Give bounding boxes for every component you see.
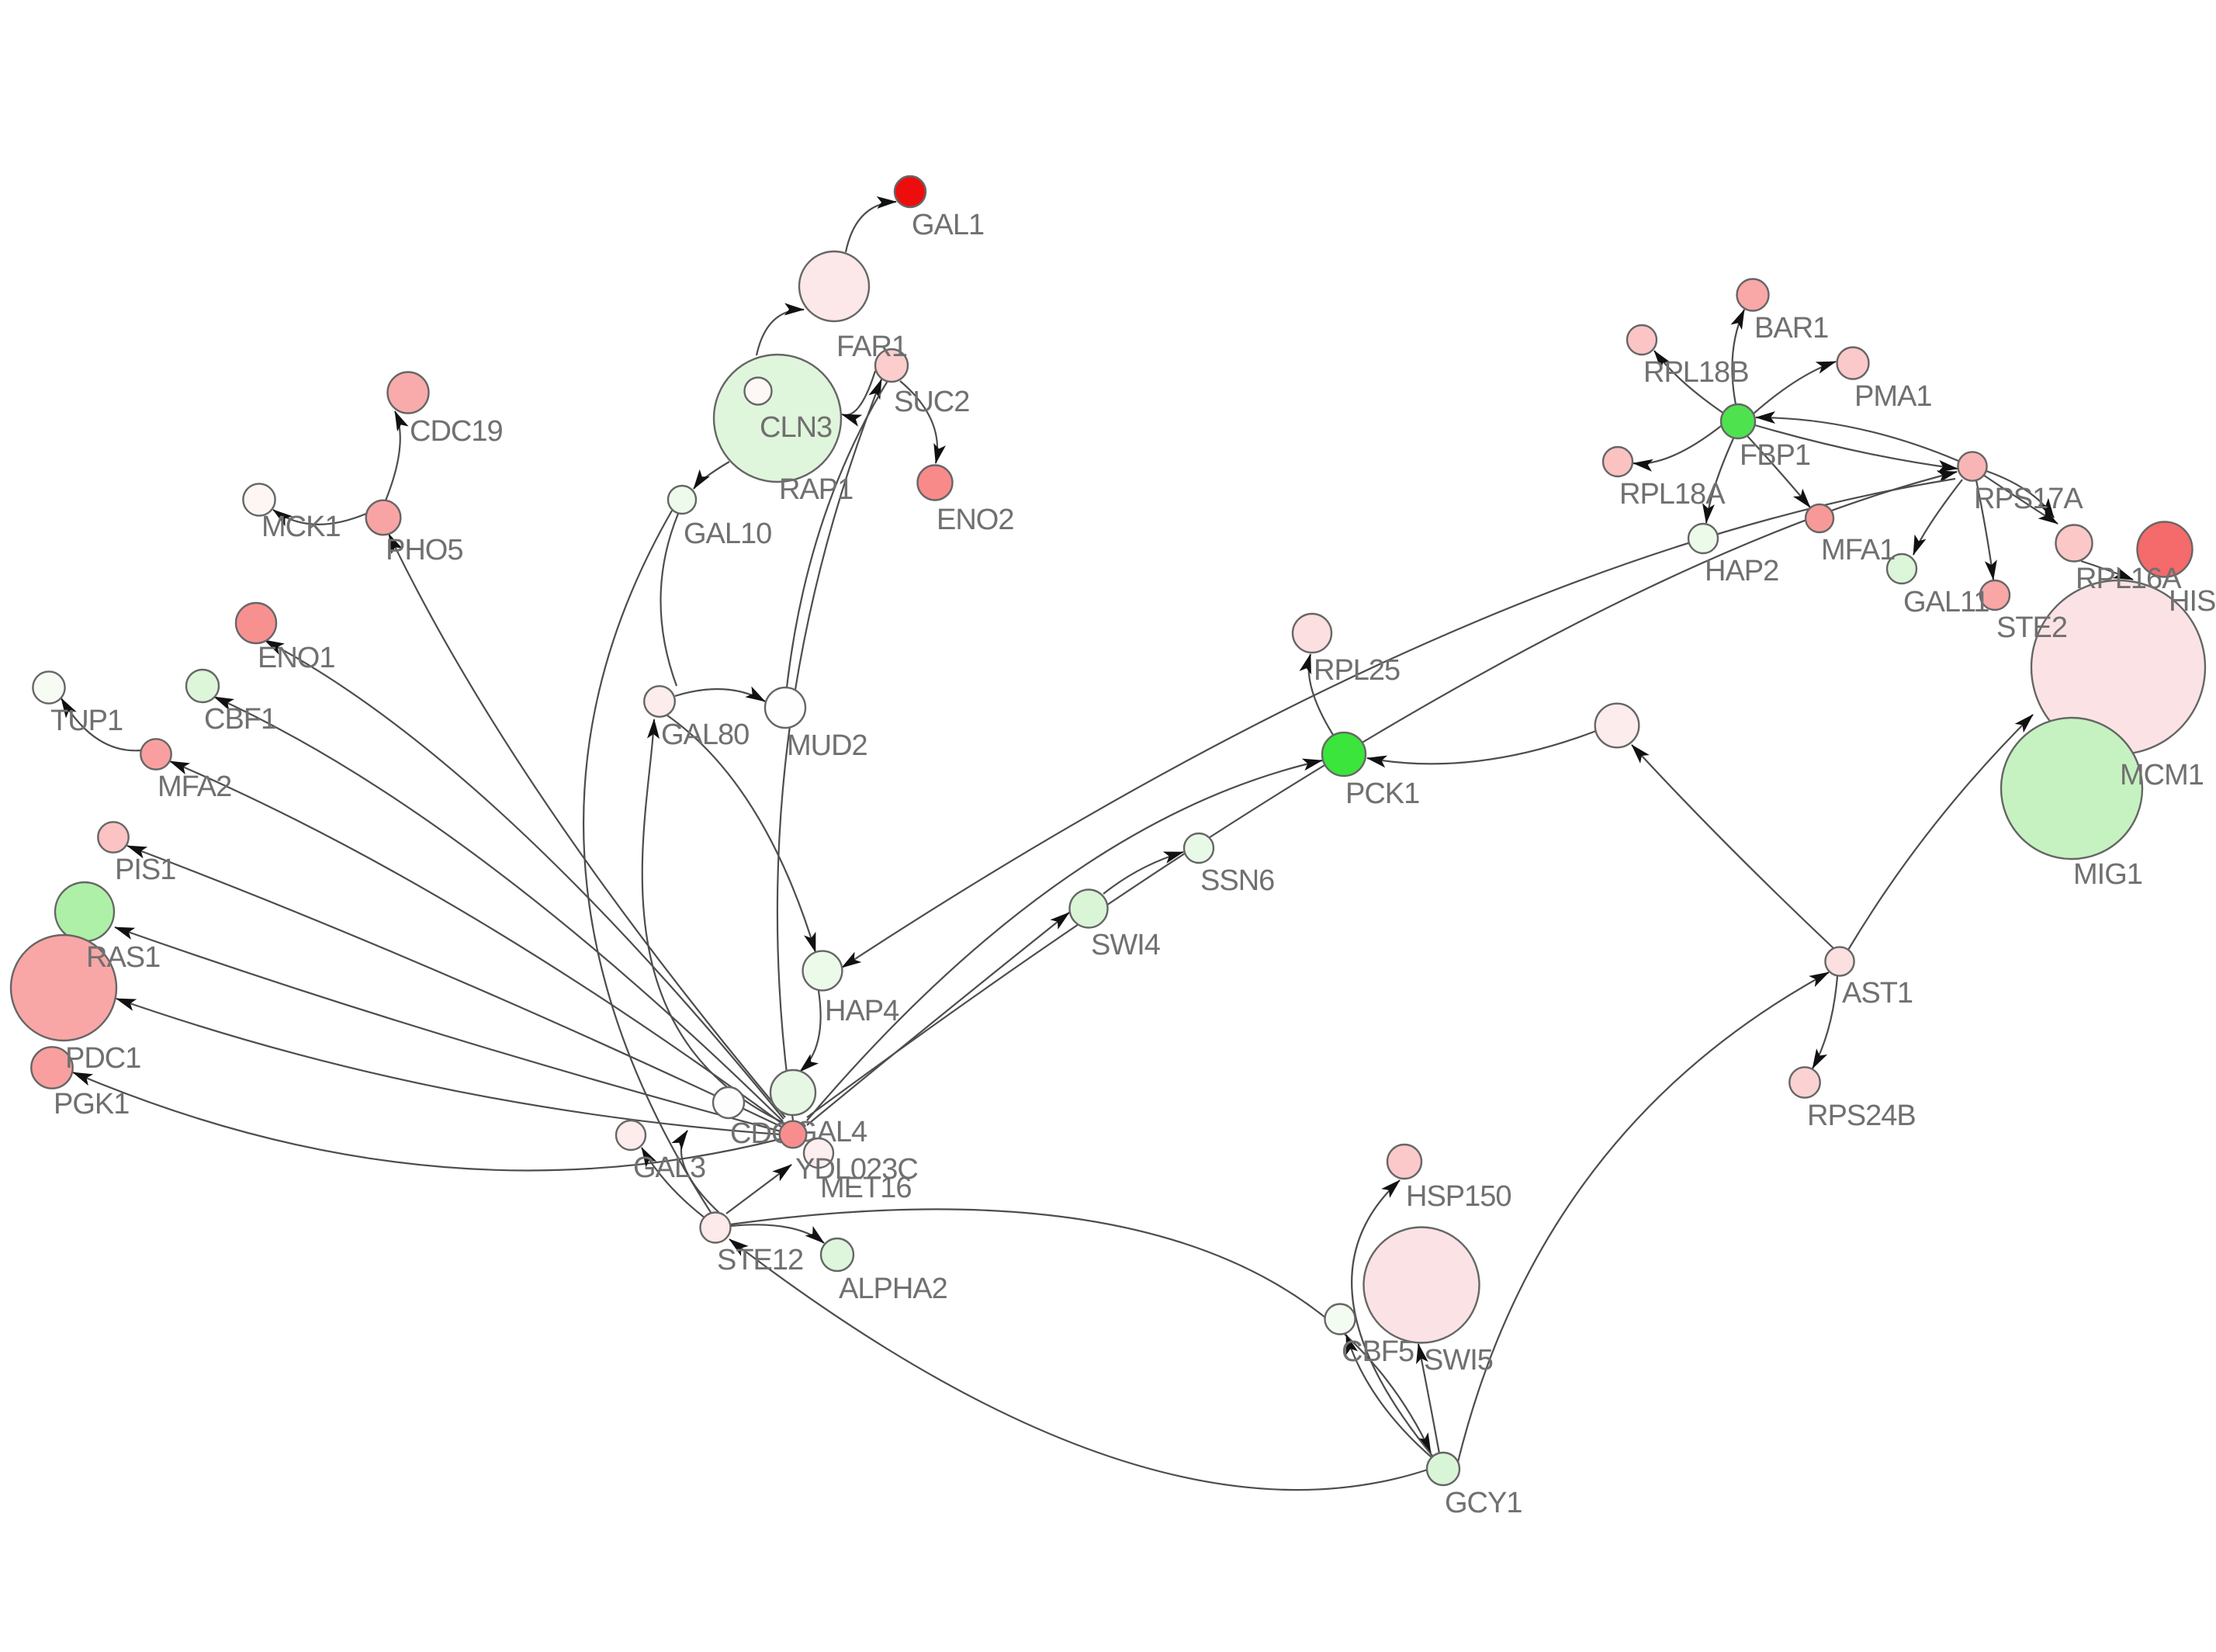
svg-text:RPL25: RPL25 <box>1314 654 1400 687</box>
svg-text:SUC2: SUC2 <box>894 386 969 418</box>
svg-text:HAP2: HAP2 <box>1705 555 1778 587</box>
svg-text:MFA1: MFA1 <box>1821 534 1895 566</box>
svg-text:GAL3: GAL3 <box>633 1152 705 1184</box>
svg-text:CDC19: CDC19 <box>410 415 503 448</box>
svg-text:GAL80: GAL80 <box>661 719 749 751</box>
svg-text:MUD2: MUD2 <box>787 729 867 762</box>
svg-text:RPL18B: RPL18B <box>1643 356 1749 389</box>
svg-text:ENO2: ENO2 <box>937 504 1013 536</box>
svg-text:RPL18A: RPL18A <box>1619 478 1726 511</box>
svg-text:MIG1: MIG1 <box>2073 858 2142 891</box>
svg-text:RPS17A: RPS17A <box>1974 483 2083 515</box>
svg-text:GAL1: GAL1 <box>912 209 984 241</box>
svg-text:SWI4: SWI4 <box>1091 929 1161 961</box>
svg-text:RPS24B: RPS24B <box>1807 1100 1916 1132</box>
svg-text:AST1: AST1 <box>1842 977 1913 1010</box>
svg-text:FBP1: FBP1 <box>1740 439 1810 472</box>
svg-text:GAL10: GAL10 <box>684 518 771 550</box>
svg-text:PCK1: PCK1 <box>1345 778 1419 810</box>
svg-text:BAR1: BAR1 <box>1754 312 1828 345</box>
svg-text:YDL023C: YDL023C <box>795 1153 918 1186</box>
svg-text:PGK1: PGK1 <box>54 1088 129 1120</box>
svg-text:CBF1: CBF1 <box>204 703 276 736</box>
svg-text:FAR1: FAR1 <box>836 331 907 363</box>
svg-text:PHO5: PHO5 <box>386 534 462 566</box>
svg-text:HAP4: HAP4 <box>825 995 899 1027</box>
svg-text:PDC1: PDC1 <box>65 1042 140 1075</box>
svg-text:PIS1: PIS1 <box>115 854 175 886</box>
svg-text:MFA2: MFA2 <box>158 771 231 803</box>
svg-text:STE2: STE2 <box>1996 611 2067 644</box>
svg-text:HIS4: HIS4 <box>2169 585 2216 618</box>
svg-text:PMA1: PMA1 <box>1854 380 1931 413</box>
svg-text:RAP1: RAP1 <box>779 473 853 506</box>
svg-text:TUP1: TUP1 <box>50 705 123 737</box>
svg-text:RAS1: RAS1 <box>86 941 160 974</box>
svg-text:SWI5: SWI5 <box>1424 1344 1493 1377</box>
svg-text:MCK1: MCK1 <box>261 511 341 543</box>
svg-text:CBF5: CBF5 <box>1342 1335 1414 1368</box>
svg-text:RPL16A: RPL16A <box>2076 563 2182 595</box>
svg-text:SSN6: SSN6 <box>1200 864 1274 897</box>
svg-text:HSP150: HSP150 <box>1406 1180 1511 1213</box>
svg-text:STE12: STE12 <box>717 1244 803 1276</box>
svg-text:ALPHA2: ALPHA2 <box>839 1273 947 1305</box>
svg-text:GAL11: GAL11 <box>1903 586 1989 618</box>
svg-text:MCM1: MCM1 <box>2120 759 2204 791</box>
svg-text:MET16: MET16 <box>820 1172 911 1204</box>
svg-text:ENO1: ENO1 <box>258 642 334 674</box>
svg-text:CLN3: CLN3 <box>760 411 832 444</box>
svg-text:GCY1: GCY1 <box>1445 1487 1522 1519</box>
